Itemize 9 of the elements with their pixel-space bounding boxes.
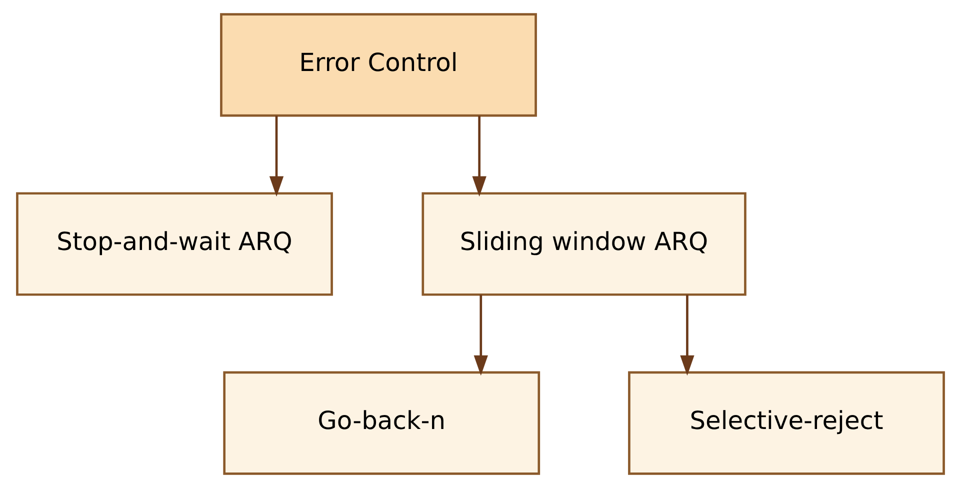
arrow [473,294,488,376]
node-box: Sliding window ARQ [421,192,746,296]
node-box: Error Control [220,13,536,117]
node-box: Go-back-n [222,371,540,475]
arrow [680,294,694,376]
node-box: Selective-reject [628,371,944,475]
arrow [268,116,284,197]
node-box: Stop-and-wait ARQ [16,192,332,296]
arrow [472,116,486,197]
